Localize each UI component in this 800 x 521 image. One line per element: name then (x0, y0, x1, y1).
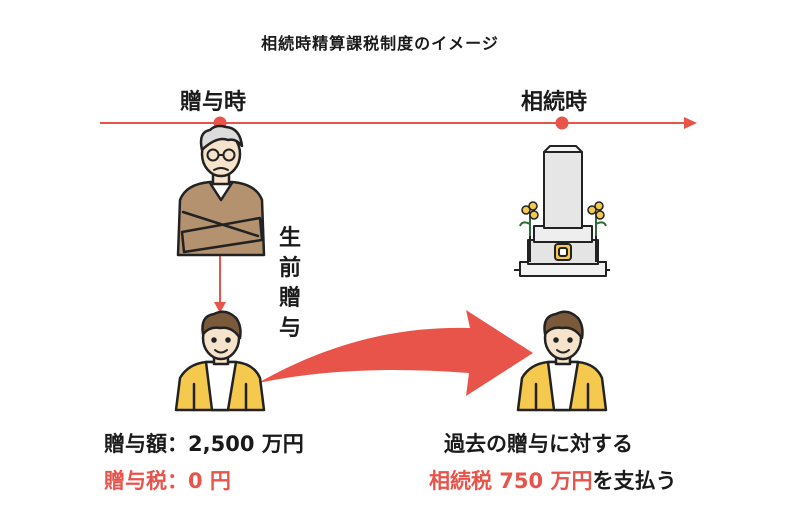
vertical-char: 与 (278, 316, 301, 341)
gift-tax-text: 贈与税：0 円 (104, 469, 231, 493)
timeline-label-inheritance: 相続時 (521, 90, 588, 115)
son-illustration-right (516, 310, 608, 412)
big-arrow-icon (258, 310, 533, 396)
timeline-arrowhead-icon (684, 117, 697, 129)
inheritance-tax-suffix: を支払う (592, 469, 677, 493)
timeline (100, 116, 697, 130)
diagram-title: 相続時精算課税制度のイメージ (261, 34, 499, 53)
grave-illustration (514, 145, 610, 277)
vertical-char: 前 (278, 256, 301, 281)
past-gift-text: 過去の贈与に対する (444, 432, 633, 456)
grandfather-illustration (176, 124, 266, 257)
inheritance-tax-text: 相続税 750 万円を支払う (429, 465, 676, 495)
gift-amount-text: 贈与額：2,500 万円 (104, 432, 304, 456)
down-arrow-icon (214, 252, 226, 313)
inheritance-tax-amount: 相続税 750 万円 (429, 469, 593, 493)
vertical-char: 贈 (278, 286, 301, 311)
vertical-char: 生 (278, 226, 301, 251)
timeline-label-gift: 贈与時 (180, 90, 247, 115)
vertical-label-gift-during-life: 生 前 贈 与 (275, 224, 305, 344)
son-illustration-left (174, 310, 266, 412)
timeline-marker-inheritance (555, 116, 569, 130)
flower-icon (519, 201, 607, 236)
